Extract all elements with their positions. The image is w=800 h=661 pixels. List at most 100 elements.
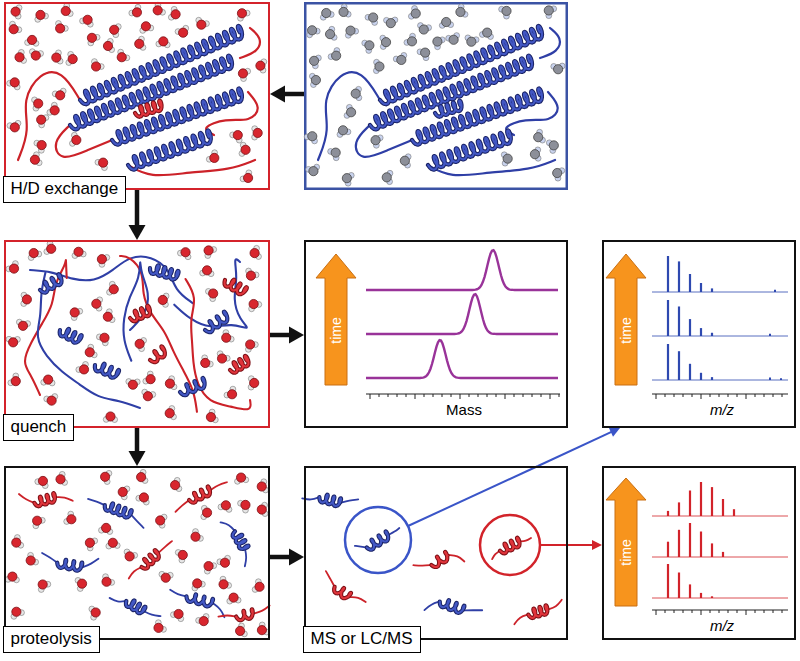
isotope-peak [733,509,735,516]
isotope-peak [711,596,713,598]
water-molecule [201,355,214,368]
water-molecule [44,394,58,406]
water-molecule [380,35,391,49]
h2o-molecules [304,4,565,186]
oxygen-atom [108,538,117,547]
leader-line [408,466,538,526]
oxygen-atom [18,321,27,330]
water-molecule [99,523,113,534]
water-molecule [8,373,20,386]
water-molecule [235,473,249,484]
axis-tick [665,610,666,613]
oxygen-atom [503,154,512,163]
oxygen-atom [339,7,348,16]
water-molecule [344,104,356,118]
oxygen-atom [331,148,340,157]
oxygen-atom [56,475,65,484]
time-arrow [316,254,356,385]
water-molecule [546,140,558,154]
helix-ribbon [34,493,55,506]
water-molecule [175,25,189,37]
water-molecule [238,68,250,81]
protein-coil [83,559,99,568]
oxygen-atom [10,78,19,87]
mass-chart: timeMass [304,240,568,428]
water-molecule [35,476,48,488]
protein-coil [19,494,34,503]
isotope-peak [700,373,702,380]
oxygen-atom [238,69,247,78]
oxygen-atom [85,348,94,357]
isotope-peak [700,283,702,292]
helix-ribbon [230,356,248,373]
water-molecule [159,571,173,582]
water-molecule [201,505,212,519]
axis-tick [541,394,542,397]
axis-tick [728,394,729,397]
spectrum-baseline [652,336,788,337]
oxygen-atom [220,558,229,567]
oxygen-atom [34,99,43,108]
water-molecule [230,131,243,143]
oxygen-atom [246,271,255,280]
oxygen-atom [210,153,219,162]
axis-label: m/z [710,617,734,635]
water-molecule [156,37,170,48]
oxygen-atom [158,295,167,304]
protein-coil [221,522,235,531]
water-molecule [417,48,430,61]
oxygen-atom [70,308,79,317]
water-molecule [240,170,253,183]
oxygen-atom [346,26,355,35]
isotope-spectrum [652,300,788,336]
axis-tick [665,394,666,397]
water-molecule [106,538,120,549]
oxygen-atom [106,412,115,421]
axis-tick [559,394,560,397]
isotope-peak [667,542,669,557]
helix-ribbon [126,600,145,613]
arrow-head [270,86,285,103]
transfer-arrow [270,86,304,103]
helix-ribbon [180,378,205,395]
water-molecule [170,609,183,621]
axis-title: time [618,539,635,565]
oxygen-atom [197,20,206,29]
water-molecule [87,33,100,46]
flow-arrow [129,190,146,240]
oxygen-atom [309,167,318,176]
axis-label: Mass [446,401,482,419]
oxygen-atom [433,37,442,46]
helix-ribbon [57,560,82,571]
axis-tick [397,394,398,397]
water-molecule [239,142,250,156]
axis-tick [674,610,675,613]
oxygen-atom [249,299,258,308]
time-arrow [606,254,646,385]
axis-tick [370,394,371,399]
water-molecule [325,26,337,40]
water-molecule [553,168,565,181]
helix-ribbon [528,605,547,618]
axis-title: time [618,317,635,343]
oxygen-atom [369,13,378,22]
axis-tick [701,610,702,615]
protein-coil [18,72,80,160]
helix-ribbon [60,329,82,343]
x-axis [652,610,788,615]
axis-tick [523,394,524,397]
helix-ribbon [40,274,62,292]
axis-line [366,393,560,394]
helix-ribbon [367,531,388,549]
water-molecule [217,351,230,363]
water-molecule [30,152,42,166]
water-molecule [227,593,241,604]
helix-ribbon [70,56,232,130]
water-molecule [110,24,122,38]
folded-protein [318,26,560,175]
oxygen-atom [322,8,331,17]
water-molecule [382,170,393,184]
water-molecule [135,338,146,352]
isotope-peak [689,491,691,517]
